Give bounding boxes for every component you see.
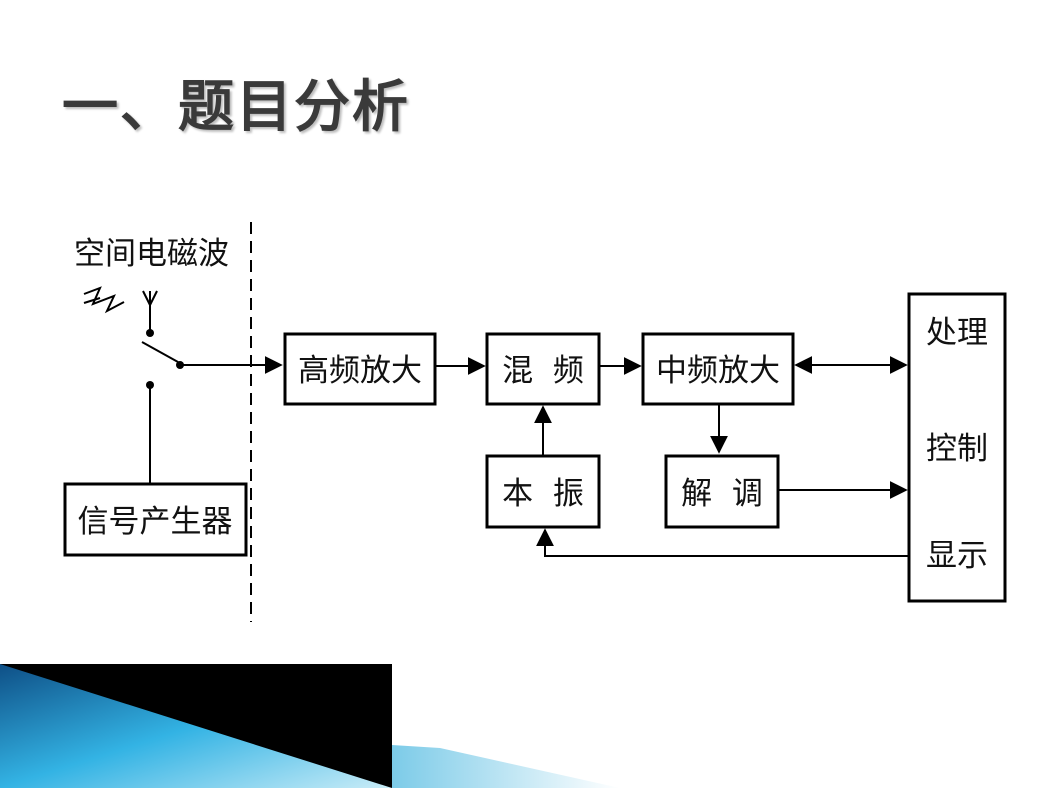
demodulator-label: 解 调: [681, 476, 763, 512]
mixer-label: 混 频: [502, 353, 584, 389]
em-wave-icon: [83, 286, 125, 314]
slide-title: 一、题目分析: [62, 75, 410, 140]
processor-block: [907, 292, 1007, 603]
arrow-processor-to-lo: [536, 528, 909, 557]
if-amp-label: 中频放大: [656, 353, 780, 389]
switch-terminal-top: [146, 329, 154, 337]
rf-amp-label: 高频放大: [298, 353, 422, 389]
antenna-icon: [142, 290, 158, 330]
decorative-banner: [0, 664, 620, 788]
signal-generator-label: 信号产生器: [78, 504, 233, 540]
processor-label-3: 显示: [926, 538, 988, 574]
local-osc-label: 本 振: [502, 476, 584, 512]
switch-blade: [141, 341, 179, 363]
processor-label-2: 控制: [926, 431, 988, 467]
demodulator-block: [664, 454, 780, 529]
rf-amp-block: [283, 332, 437, 406]
mixer-block: [485, 332, 601, 406]
em-wave-label: 空间电磁波: [74, 236, 229, 272]
signal-generator-block: [63, 482, 248, 557]
processor-label-1: 处理: [926, 315, 988, 351]
